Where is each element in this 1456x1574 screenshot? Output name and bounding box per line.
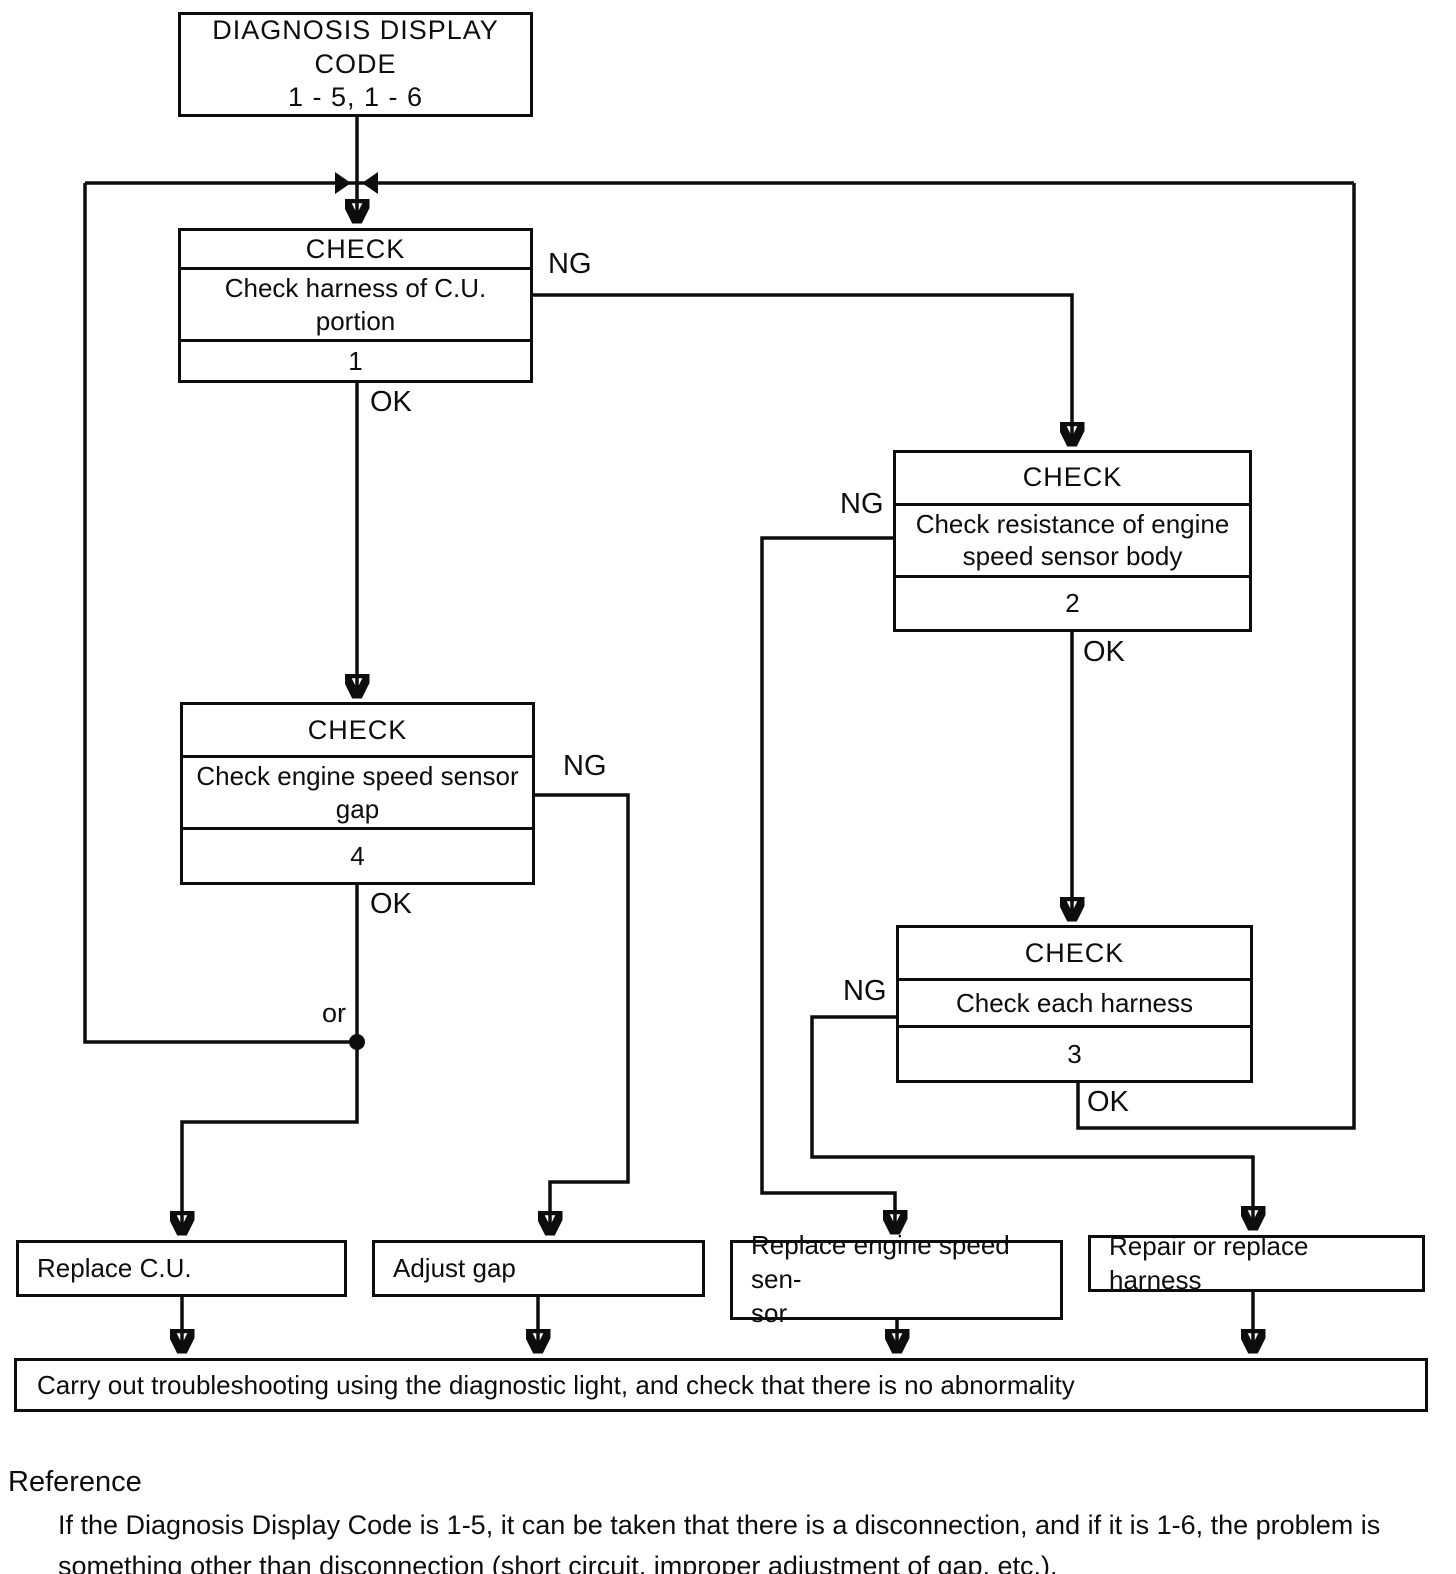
reference-body: If the Diagnosis Display Code is 1-5, it… [58, 1510, 1381, 1574]
final-node-label: Carry out troubleshooting using the diag… [37, 1369, 1075, 1400]
outcome-repair-harness: Repair or replace harness [1088, 1231, 1425, 1295]
check1-body: Check harness of C.U. portion [181, 270, 530, 343]
edge-label-check2-ok: OK [1083, 636, 1125, 668]
check-node-3: CHECK Check each harness 3 [896, 925, 1253, 1083]
start-node-line1: DIAGNOSIS DISPLAY [212, 14, 499, 45]
edge-label-check3-ng: NG [843, 975, 887, 1007]
edge-label-or: or [322, 998, 347, 1028]
check-node-1: CHECK Check harness of C.U. portion 1 [178, 228, 533, 383]
check4-body: Check engine speed sensor gap [183, 758, 532, 830]
connector-check3-ok-feedback [1076, 183, 1356, 1130]
edge-label-check4-ng: NG [563, 750, 607, 782]
check2-title: CHECK [896, 453, 1249, 506]
outcome-adjust-gap-label: Adjust gap [393, 1252, 516, 1283]
reference-note: Reference If the Diagnosis Display Code … [8, 1466, 1438, 1574]
connector-check2-ng-to-replace-sensor [760, 536, 895, 1232]
start-node-diagnosis-code: DIAGNOSIS DISPLAY CODE 1 - 5, 1 - 6 [178, 12, 533, 117]
check4-number: 4 [350, 840, 365, 871]
start-node-line3: 1 - 5, 1 - 6 [287, 82, 424, 113]
edge-label-check2-ng: NG [840, 488, 884, 520]
outcome-replace-cu-label: Replace C.U. [37, 1252, 192, 1283]
reference-heading: Reference [8, 1466, 142, 1498]
outcome-replace-sensor: Replace engine speed sen- sor [730, 1230, 1063, 1328]
edge-label-check1-ng: NG [548, 248, 592, 280]
outcome-adjust-gap: Adjust gap [372, 1240, 705, 1297]
connector-check3-ng-to-repair-harness [810, 1015, 1253, 1228]
junction-arrow-right-icon [335, 172, 351, 194]
check2-number: 2 [1065, 587, 1080, 618]
edge-label-check1-ok: OK [370, 386, 412, 418]
check-node-2: CHECK Check resistance of engine speed s… [893, 450, 1252, 632]
edge-label-check4-ok: OK [370, 888, 412, 920]
check-node-4: CHECK Check engine speed sensor gap 4 [180, 702, 535, 885]
check4-title: CHECK [183, 705, 532, 758]
connector-check4-ng-to-adjust-gap [535, 793, 630, 1233]
connector-left-feedback [83, 183, 352, 1044]
check3-body: Check each harness [899, 981, 1250, 1028]
start-node-line2: CODE [314, 48, 397, 79]
outcome-replace-sensor-line1: Replace engine speed sen- [751, 1230, 1010, 1295]
check1-number: 1 [348, 345, 363, 376]
check2-body: Check resistance of engine speed sensor … [896, 506, 1249, 578]
outcome-repair-harness-label: Repair or replace harness [1109, 1230, 1309, 1295]
edge-label-check3-ok: OK [1087, 1086, 1129, 1118]
final-node-troubleshooting: Carry out troubleshooting using the diag… [14, 1358, 1428, 1412]
check3-number: 3 [1067, 1038, 1082, 1069]
outcome-replace-cu: Replace C.U. [16, 1240, 347, 1297]
junction-arrow-left-icon [362, 172, 378, 194]
connector-check4-ok-to-replace-cu [182, 885, 359, 1233]
outcome-replace-sensor-line2: sor [751, 1297, 788, 1328]
check1-title: CHECK [181, 231, 530, 271]
connector-check1-ng-to-check2 [533, 293, 1072, 444]
check3-title: CHECK [899, 928, 1250, 981]
